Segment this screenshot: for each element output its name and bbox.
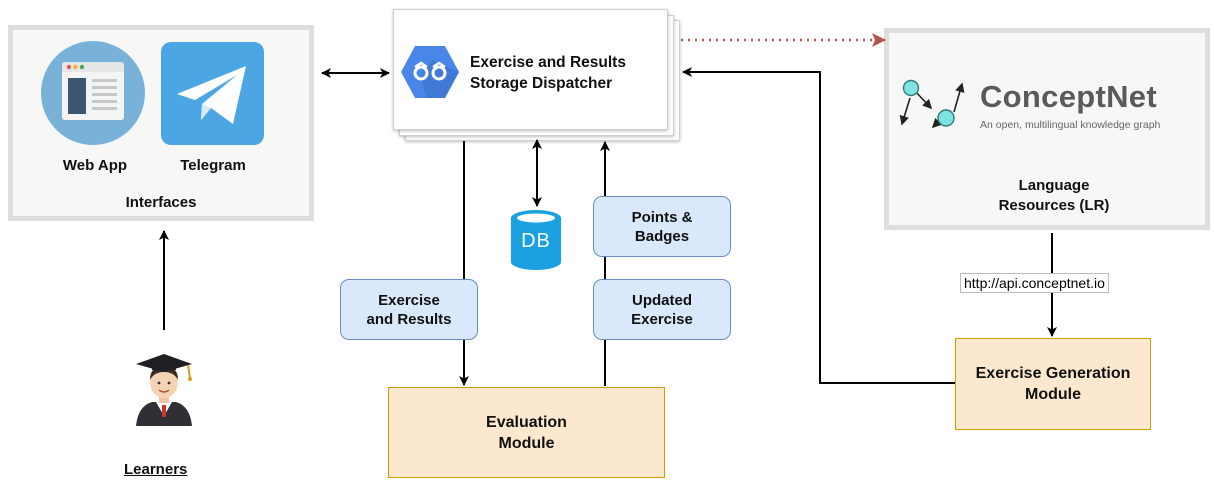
exercise-generation-module: Exercise Generation Module bbox=[955, 338, 1151, 430]
web-app-label: Web App bbox=[62, 157, 128, 174]
web-app-icon bbox=[41, 41, 145, 145]
updated-exercise-pill: Updated Exercise bbox=[593, 279, 731, 340]
dispatcher-title: Exercise and Results Storage Dispatcher bbox=[470, 52, 670, 94]
exercise-generation-line1: Exercise Generation bbox=[975, 365, 1131, 382]
learners-label: Learners bbox=[124, 461, 188, 478]
exercise-and-results-pill: Exercise and Results bbox=[340, 279, 478, 340]
db-label: DB bbox=[521, 230, 551, 252]
dispatcher-card-front bbox=[393, 9, 668, 130]
evaluation-module: Evaluation Module bbox=[388, 387, 665, 478]
exercise-and-results-line1: Exercise bbox=[378, 291, 440, 309]
exercise-and-results-line2: and Results bbox=[366, 310, 452, 328]
language-resources-box bbox=[884, 28, 1210, 230]
evaluation-module-line1: Evaluation bbox=[486, 413, 567, 431]
learner-graduate-icon bbox=[136, 354, 192, 426]
database-icon bbox=[511, 210, 561, 270]
api-url-label: http://api.conceptnet.io bbox=[960, 273, 1109, 293]
language-resources-title-line2: Resources (LR) bbox=[998, 197, 1110, 214]
interfaces-title: Interfaces bbox=[125, 194, 197, 211]
dispatcher-title-line2: Storage Dispatcher bbox=[470, 75, 613, 92]
dispatcher-icon bbox=[401, 46, 459, 98]
exercise-generation-line2: Module bbox=[1025, 386, 1081, 403]
telegram-icon bbox=[161, 42, 264, 145]
conceptnet-tagline: An open, multilingual knowledge graph bbox=[980, 119, 1161, 131]
language-resources-title-line1: Language bbox=[1018, 177, 1090, 194]
updated-exercise-line2: Exercise bbox=[631, 310, 693, 328]
language-resources-title: Language Resources (LR) bbox=[904, 176, 1204, 216]
dispatcher-title-line1: Exercise and Results bbox=[470, 54, 626, 71]
conceptnet-logo-text: ConceptNet bbox=[980, 79, 1157, 114]
points-badges-line1: Points & bbox=[631, 208, 693, 226]
telegram-label: Telegram bbox=[180, 157, 246, 174]
generation-to-dispatcher-arrow bbox=[682, 67, 955, 384]
conceptnet-graph-icon bbox=[899, 79, 965, 129]
points-badges-line2: Badges bbox=[634, 227, 690, 245]
points-badges-pill: Points & Badges bbox=[593, 196, 731, 257]
evaluation-module-line2: Module bbox=[498, 434, 555, 452]
updated-exercise-line1: Updated bbox=[631, 291, 692, 309]
